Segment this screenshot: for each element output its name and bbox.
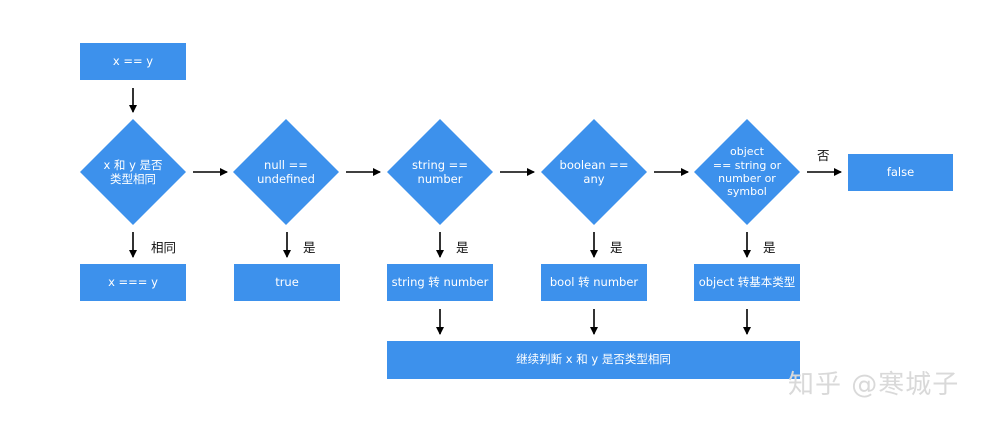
- null-undefined-decision: null == undefined: [233, 119, 339, 225]
- edge-label-no: 否: [817, 148, 830, 163]
- edge-label-yes-null: 是: [303, 240, 316, 255]
- false-node: false: [848, 154, 953, 191]
- same-type-decision: x 和 y 是否 类型相同: [80, 119, 186, 225]
- start-node-label: x == y: [112, 53, 154, 68]
- object-check-decision: object == string or number or symbol: [694, 119, 800, 225]
- string-to-number-node: string 转 number: [387, 264, 493, 301]
- diamond-shape: [80, 119, 186, 225]
- bool-to-number-node-label: bool 转 number: [549, 274, 639, 289]
- watermark-text: 知乎 @寒城子: [788, 370, 960, 400]
- strict-equal-node-label: x === y: [108, 274, 158, 289]
- true-node-label: true: [275, 274, 299, 289]
- edge-label-yes-string: 是: [456, 240, 469, 255]
- diamond-shape: [541, 119, 647, 225]
- diamond-shape: [387, 119, 493, 225]
- strict-equal-node: x === y: [80, 264, 186, 301]
- true-node: true: [234, 264, 340, 301]
- diamond-shape: [694, 119, 800, 225]
- object-check-decision-label: object == string or number or symbol: [712, 145, 782, 199]
- edge-label-same: 相同: [151, 240, 177, 255]
- object-to-primitive-node-label: object 转基本类型: [698, 274, 796, 289]
- start-node: x == y: [80, 43, 186, 80]
- edge-label-yes-boolean: 是: [610, 240, 623, 255]
- object-to-primitive-node: object 转基本类型: [694, 264, 800, 301]
- continue-node-label: 继续判断 x 和 y 是否类型相同: [516, 352, 671, 367]
- bool-to-number-node: bool 转 number: [541, 264, 647, 301]
- null-undefined-decision-label: null == undefined: [257, 157, 315, 186]
- continue-node: 继续判断 x 和 y 是否类型相同: [387, 341, 800, 379]
- diamond-shape: [233, 119, 339, 225]
- string-number-decision: string == number: [387, 119, 493, 225]
- same-type-decision-label: x 和 y 是否 类型相同: [103, 157, 163, 186]
- boolean-any-decision-label: boolean == any: [559, 157, 629, 186]
- string-number-decision-label: string == number: [412, 157, 468, 186]
- string-to-number-node-label: string 转 number: [391, 274, 489, 289]
- edge-label-yes-object: 是: [763, 240, 776, 255]
- boolean-any-decision: boolean == any: [541, 119, 647, 225]
- false-node-label: false: [886, 164, 915, 179]
